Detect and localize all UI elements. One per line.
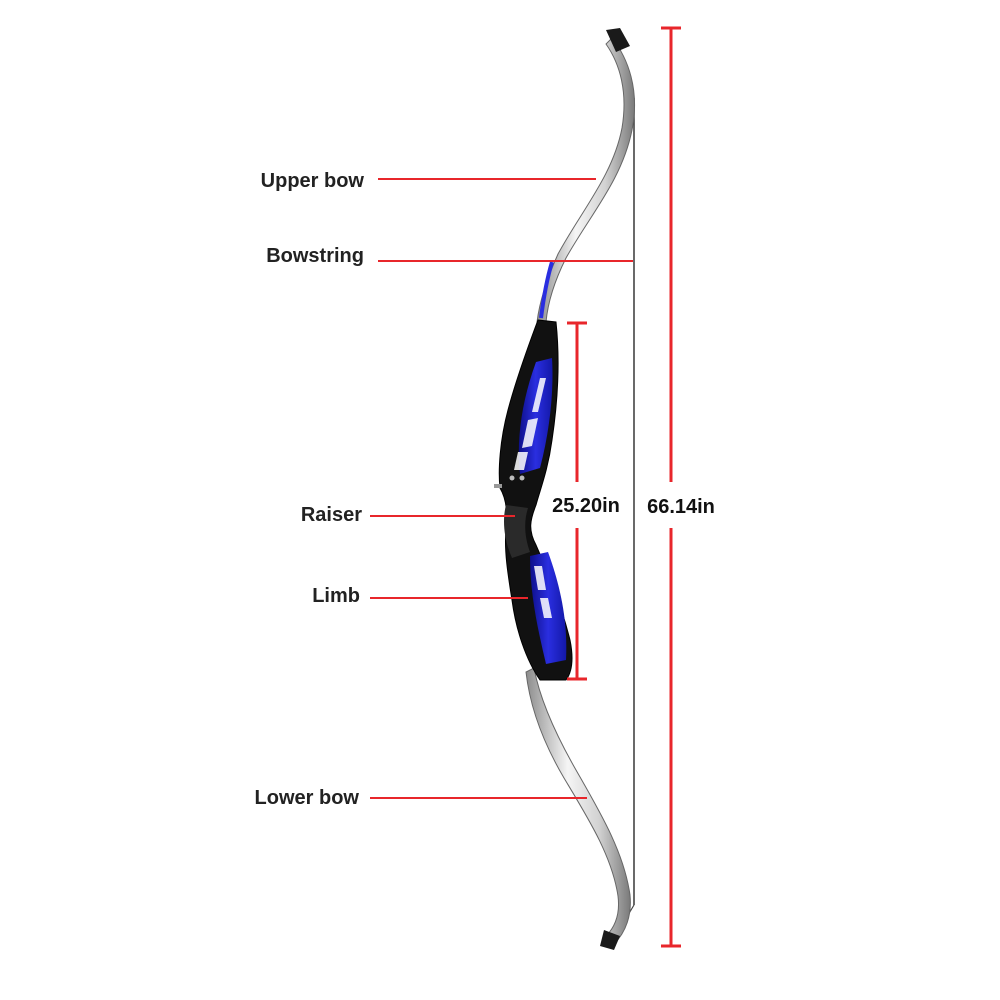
lower-limb [525,667,631,945]
bowstring-label: Bowstring [266,245,364,267]
raiser-label: Raiser [301,504,362,526]
lower-limb-tip [600,930,620,950]
upper-bow-label: Upper bow [261,170,365,192]
limb-label: Limb [312,585,360,607]
overall-dimension-bracket [661,26,681,948]
raiser-length-value: 25.20in [552,495,620,517]
raiser-grip [504,505,530,558]
overall-length-value: 66.14in [647,496,715,518]
raiser-dimension-bracket [567,321,587,681]
lower-bow-label: Lower bow [255,787,360,809]
upper-limb-tip [606,28,630,52]
